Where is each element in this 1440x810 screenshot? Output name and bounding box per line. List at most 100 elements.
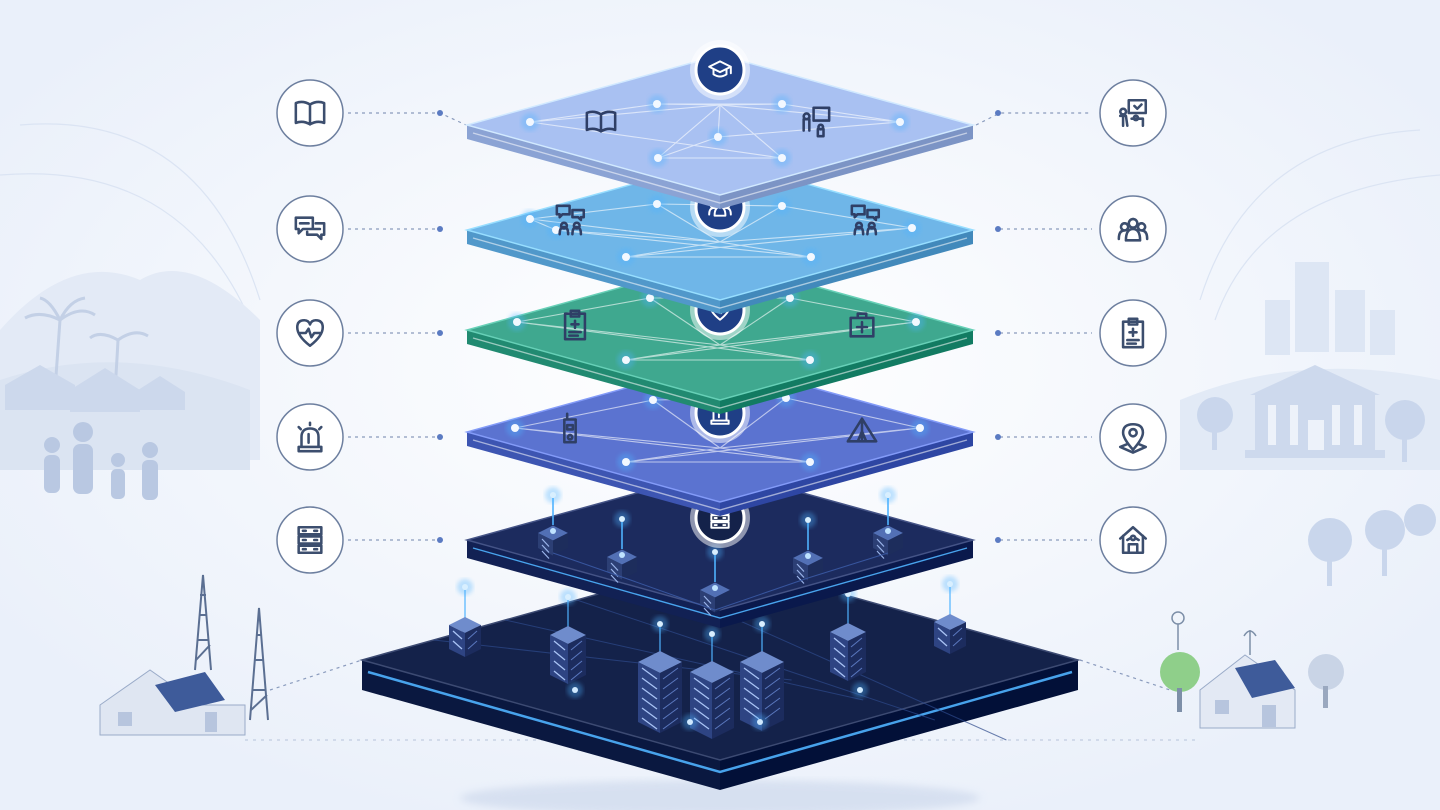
hub-disc (694, 44, 746, 96)
siren-icon (297, 421, 323, 453)
layer-education (464, 40, 976, 209)
network-node (657, 621, 663, 627)
network-node (885, 492, 891, 498)
network-node (709, 631, 715, 637)
layer-edge-glow (472, 132, 968, 204)
platform-layer-stack (359, 40, 1081, 810)
layer-health (464, 259, 976, 414)
network-node (757, 719, 763, 725)
connector-dot (437, 434, 443, 440)
right-solar-house (1160, 611, 1344, 729)
cell-tower-icon (194, 574, 269, 721)
left-cell-towers-house (99, 574, 269, 736)
server-rack-icon (638, 651, 682, 733)
connector-dot (995, 226, 1001, 232)
tent-icon (846, 417, 878, 443)
layer-data_infra (464, 469, 976, 628)
connector-dot (437, 330, 443, 336)
layer-edge-glow (472, 547, 968, 619)
teacher-students-icon (802, 106, 831, 138)
clipboard-icon (563, 309, 587, 341)
slab-left-side (467, 540, 720, 628)
heart-pulse-icon (295, 318, 325, 348)
foundation-glow-edge (367, 670, 1073, 774)
classroom-teacher-icon (1118, 98, 1148, 128)
network-node (807, 253, 815, 261)
network-node (805, 517, 811, 523)
satellite-dish-icon (1171, 611, 1257, 655)
network-node (619, 516, 625, 522)
side-icon-right-community (1099, 195, 1167, 263)
side-icon-left-community (276, 195, 344, 263)
server-rack-icon (830, 623, 866, 681)
palm-tree-icon (24, 296, 149, 391)
right-town-scene (1180, 262, 1440, 586)
server-node-icon (538, 525, 568, 559)
trees (1197, 397, 1436, 586)
network-node (912, 318, 920, 326)
server-node-icon (793, 550, 823, 584)
side-connectors (245, 110, 1195, 741)
connector-right-rural (1079, 659, 1171, 691)
side-icon-right-data_infra (1099, 506, 1167, 574)
connector-left-rural (269, 659, 363, 691)
icon-circle (276, 506, 344, 574)
network-node (654, 154, 662, 162)
network-node (687, 719, 693, 725)
connector-dot (995, 330, 1001, 336)
server-rack-icon (550, 626, 586, 684)
connector-dot (437, 537, 443, 543)
connector-dot (995, 434, 1001, 440)
network-node (806, 356, 814, 364)
network-node (649, 396, 657, 404)
network-node (857, 687, 863, 693)
data-layer-network (552, 552, 889, 611)
network-node (565, 594, 571, 600)
chat-people-icon (555, 204, 586, 236)
slab-left-side (362, 660, 720, 790)
family-silhouette-icon (44, 422, 158, 500)
network-node (526, 215, 534, 223)
server-node-icon (700, 582, 730, 616)
surface-network (514, 397, 921, 463)
connector-right-education (975, 112, 1092, 126)
hub-graduation-cap-icon (690, 40, 750, 100)
network-node (759, 621, 765, 627)
connector-dot (437, 110, 443, 116)
group-chat-icon (850, 204, 881, 236)
server-node-icon (607, 549, 637, 583)
solar-panel-icon (155, 672, 225, 712)
network-node (622, 356, 630, 364)
server-node-icon (873, 525, 903, 559)
network-node (908, 224, 916, 232)
graduation-cap-icon (708, 60, 732, 78)
network-node (526, 118, 534, 126)
network-node (778, 154, 786, 162)
side-icon-left-health (276, 299, 344, 367)
slab-top-surface (464, 54, 976, 196)
solar-panel-icon (1235, 660, 1295, 698)
network-node (778, 100, 786, 108)
server-stack-icon (297, 525, 323, 555)
network-node (572, 687, 578, 693)
network-node (550, 492, 556, 498)
connector-dot (995, 537, 1001, 543)
network-node (947, 581, 953, 587)
slab-right-side (720, 660, 1078, 790)
side-icon-left-education (276, 79, 344, 147)
server-rack-icon (740, 651, 784, 731)
foundation-shadow (460, 780, 980, 810)
network-node (786, 294, 794, 302)
walkie-talkie-icon (563, 412, 577, 444)
network-node (552, 226, 560, 234)
server-rack-icon (934, 614, 966, 654)
home-network-icon (1118, 525, 1148, 555)
network-node (653, 200, 661, 208)
network-node (712, 549, 718, 555)
network-node (896, 118, 904, 126)
network-node (806, 458, 814, 466)
server-rack-icon (449, 617, 481, 657)
map-pin-icon (1118, 422, 1148, 454)
network-node (916, 424, 924, 432)
